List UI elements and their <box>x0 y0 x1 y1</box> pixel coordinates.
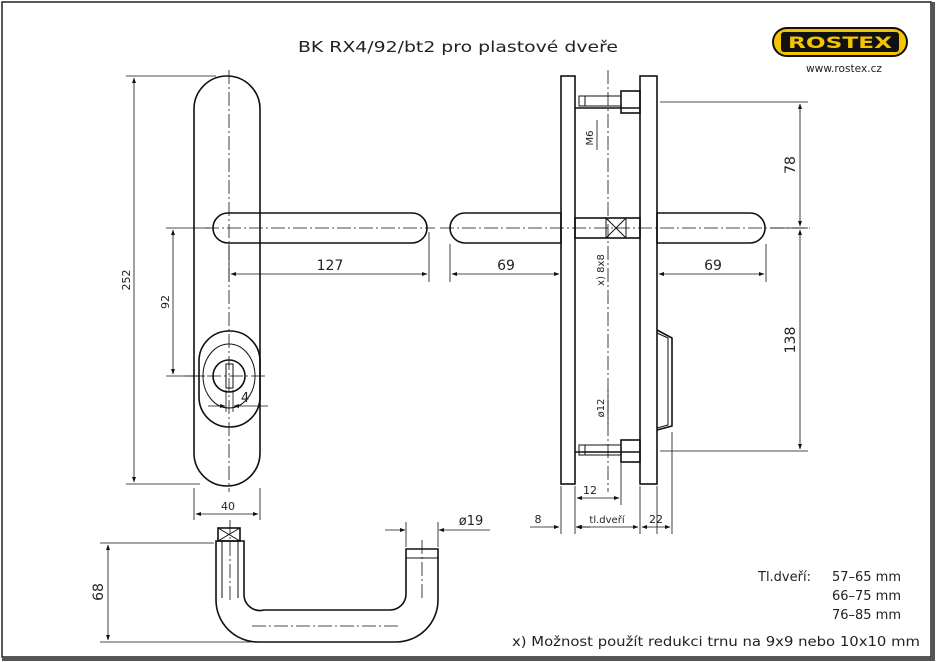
thickness-range-1: 57–65 mm <box>832 570 901 585</box>
thickness-label: Tl.dveří: <box>757 570 811 585</box>
dim-69-left: 69 <box>497 258 515 274</box>
dim-78: 78 <box>783 156 799 174</box>
dim-127: 127 <box>317 258 344 274</box>
dim-92: 92 <box>159 295 172 309</box>
rostex-logo: ROSTEX <box>772 27 908 57</box>
dim-8x8: x) 8x8 <box>596 254 607 286</box>
dim-8: 8 <box>535 513 542 526</box>
dim-68: 68 <box>91 583 107 601</box>
dim-252: 252 <box>120 270 133 291</box>
dim-138: 138 <box>783 327 799 354</box>
drawing-title: BK RX4/92/bt2 pro plastové dveře <box>298 38 618 56</box>
thickness-notes: Tl.dveří: 57–65 mm 66–75 mm 76–85 mm <box>757 570 901 623</box>
dim-4: 4 <box>241 391 249 406</box>
lever-top-view: ø19 68 <box>91 514 490 643</box>
frame-shadow-right <box>931 2 935 660</box>
side-view: M6 x) 8x8 ø12 69 69 78 138 <box>440 70 810 534</box>
dim-phi12: ø12 <box>596 399 607 418</box>
thickness-range-2: 66–75 mm <box>832 589 901 604</box>
logo-url: www.rostex.cz <box>806 62 882 75</box>
dim-door-thickness: tl.dveří <box>589 514 625 526</box>
dim-69-right: 69 <box>704 258 722 274</box>
dim-40: 40 <box>221 500 235 513</box>
dim-phi19: ø19 <box>459 514 484 529</box>
thickness-range-3: 76–85 mm <box>832 608 901 623</box>
frame-shadow-bottom <box>2 657 935 661</box>
dim-m6: M6 <box>585 131 596 146</box>
footnote: x) Možnost použít redukci trnu na 9x9 ne… <box>512 635 920 650</box>
logo-text: ROSTEX <box>788 33 893 52</box>
dim-12: 12 <box>583 484 597 497</box>
front-view: 252 92 127 4 40 <box>120 70 435 520</box>
dim-22: 22 <box>649 513 663 526</box>
